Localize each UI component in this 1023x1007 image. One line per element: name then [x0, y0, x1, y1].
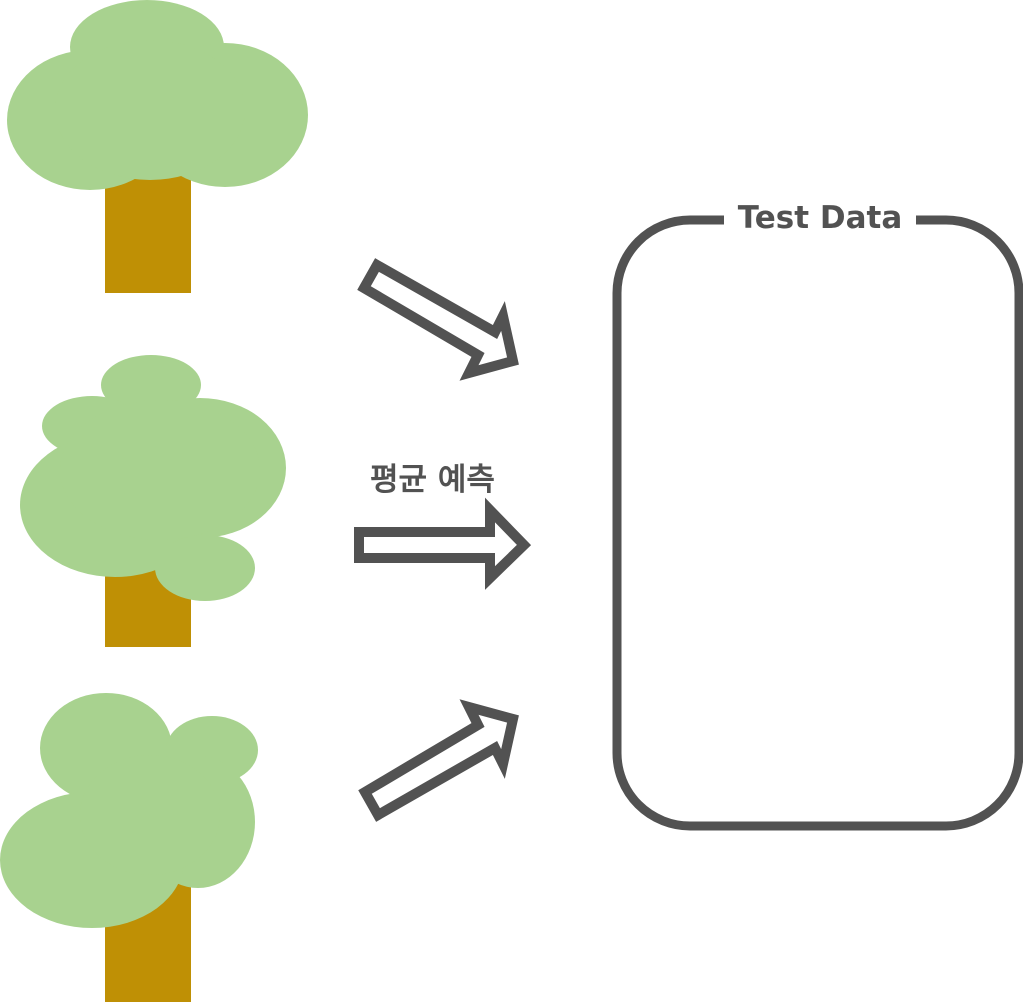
tree-1	[7, 0, 308, 293]
tree-canopy	[7, 0, 308, 190]
arrow-up-right	[358, 699, 519, 822]
tree-2	[20, 355, 286, 647]
arrow-down-right	[357, 258, 519, 381]
average-prediction-label: 평균 예측	[370, 462, 495, 498]
tree-canopy	[0, 693, 258, 928]
test-data-box	[612, 215, 1023, 831]
tree-canopy	[20, 355, 286, 601]
test-data-title: Test Data	[724, 196, 916, 240]
arrow-right	[354, 497, 532, 590]
tree-3	[0, 693, 258, 1002]
tree-trunk	[105, 165, 191, 293]
